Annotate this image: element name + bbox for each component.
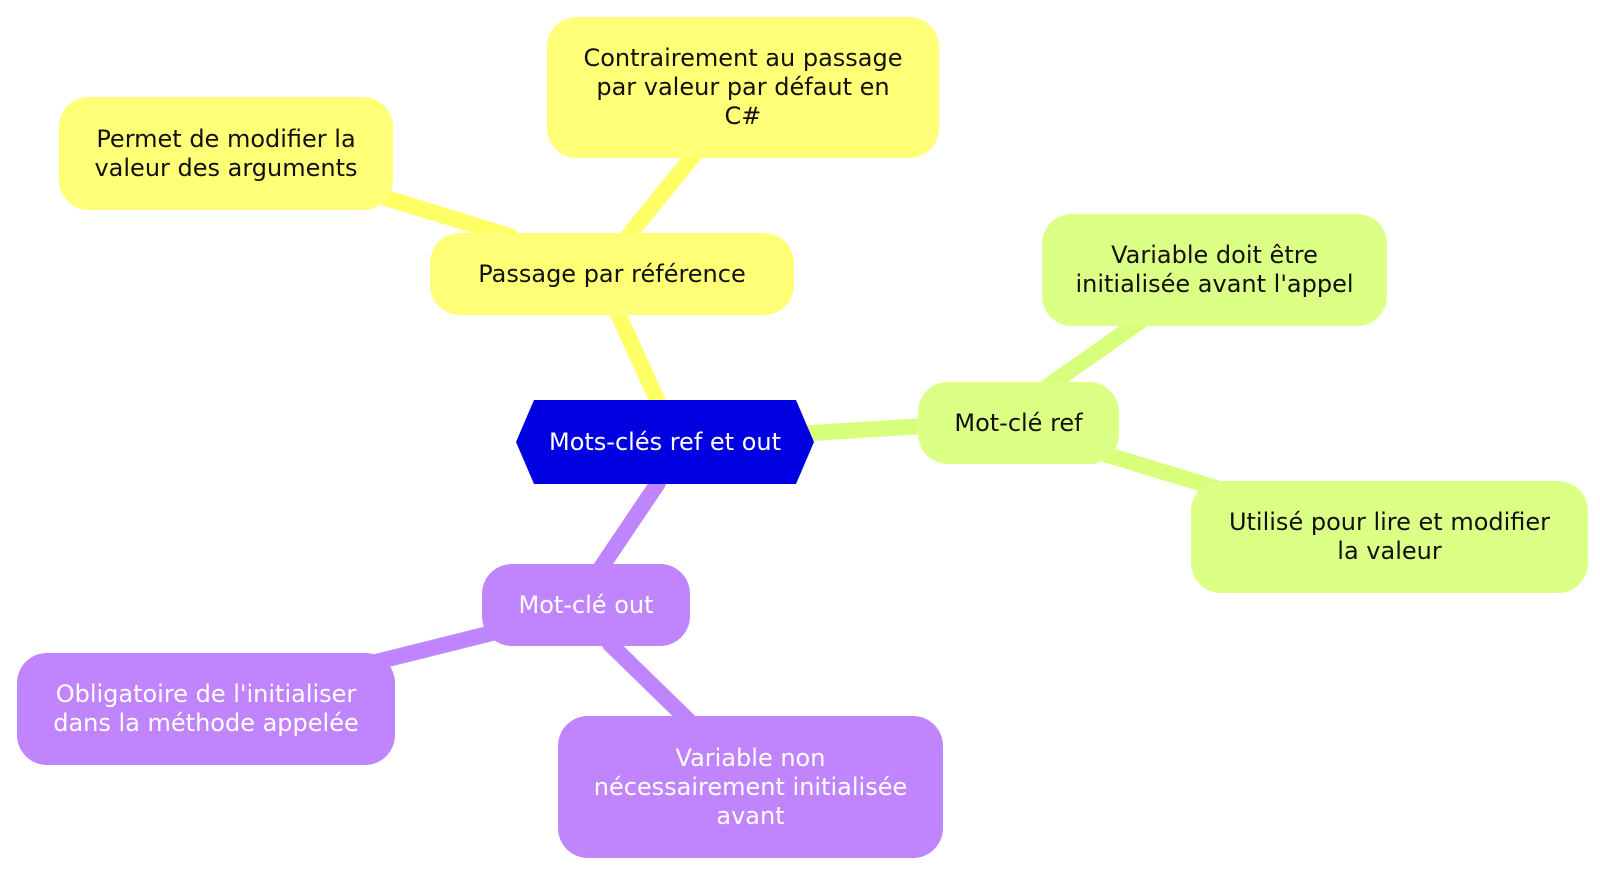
leaf-permet-modifier[interactable]: Permet de modifier la valeur des argumen… bbox=[59, 97, 393, 210]
branch-mot-cle-ref[interactable]: Mot-clé ref bbox=[918, 382, 1119, 464]
leaf-line: Variable non bbox=[675, 743, 826, 772]
branch-label: Mot-clé ref bbox=[954, 408, 1083, 437]
leaf-contrairement[interactable]: Contrairement au passage par valeur par … bbox=[547, 17, 939, 158]
edge-8 bbox=[602, 636, 698, 730]
leaf-line: Permet de modifier la bbox=[96, 124, 356, 153]
root-label: Mots-clés ref et out bbox=[548, 427, 782, 456]
leaf-line: avant bbox=[716, 801, 785, 830]
leaf-line: la valeur bbox=[1337, 537, 1442, 565]
leaf-utilise-lire-modifier[interactable]: Utilisé pour lire et modifier la valeur bbox=[1191, 481, 1588, 593]
leaf-variable-initialisee[interactable]: Variable doit être initialisée avant l'a… bbox=[1042, 214, 1387, 326]
edge-4 bbox=[1040, 310, 1153, 394]
leaf-line: Contrairement au passage bbox=[583, 44, 903, 72]
edge-0 bbox=[610, 306, 668, 414]
branch-label: Mot-clé out bbox=[518, 590, 654, 619]
leaf-line: Obligatoire de l'initialiser bbox=[55, 680, 357, 708]
leaf-obligatoire-initialiser[interactable]: Obligatoire de l'initialiser dans la mét… bbox=[17, 653, 395, 765]
leaf-line: initialisée avant l'appel bbox=[1075, 270, 1354, 298]
leaf-line: valeur des arguments bbox=[94, 153, 358, 182]
leaf-line: nécessairement initialisée bbox=[593, 772, 908, 801]
root-node[interactable]: Mots-clés ref et out bbox=[516, 400, 814, 484]
edge-1 bbox=[355, 183, 518, 244]
leaf-line: Variable doit être bbox=[1111, 241, 1318, 269]
branch-passage-par-reference[interactable]: Passage par référence bbox=[430, 233, 794, 315]
edge-7 bbox=[356, 624, 504, 673]
branch-label: Passage par référence bbox=[478, 259, 746, 288]
edge-6 bbox=[590, 475, 666, 580]
leaf-line: dans la méthode appelée bbox=[53, 709, 359, 737]
leaf-line: Utilisé pour lire et modifier bbox=[1228, 508, 1551, 536]
leaf-line: par valeur par défaut en bbox=[596, 73, 890, 101]
leaf-variable-non-initialisee[interactable]: Variable non nécessairement initialisée … bbox=[558, 716, 943, 858]
leaf-line: C# bbox=[724, 102, 762, 130]
edge-3 bbox=[804, 418, 933, 441]
branch-mot-cle-out[interactable]: Mot-clé out bbox=[482, 564, 690, 646]
edge-2 bbox=[620, 142, 706, 244]
